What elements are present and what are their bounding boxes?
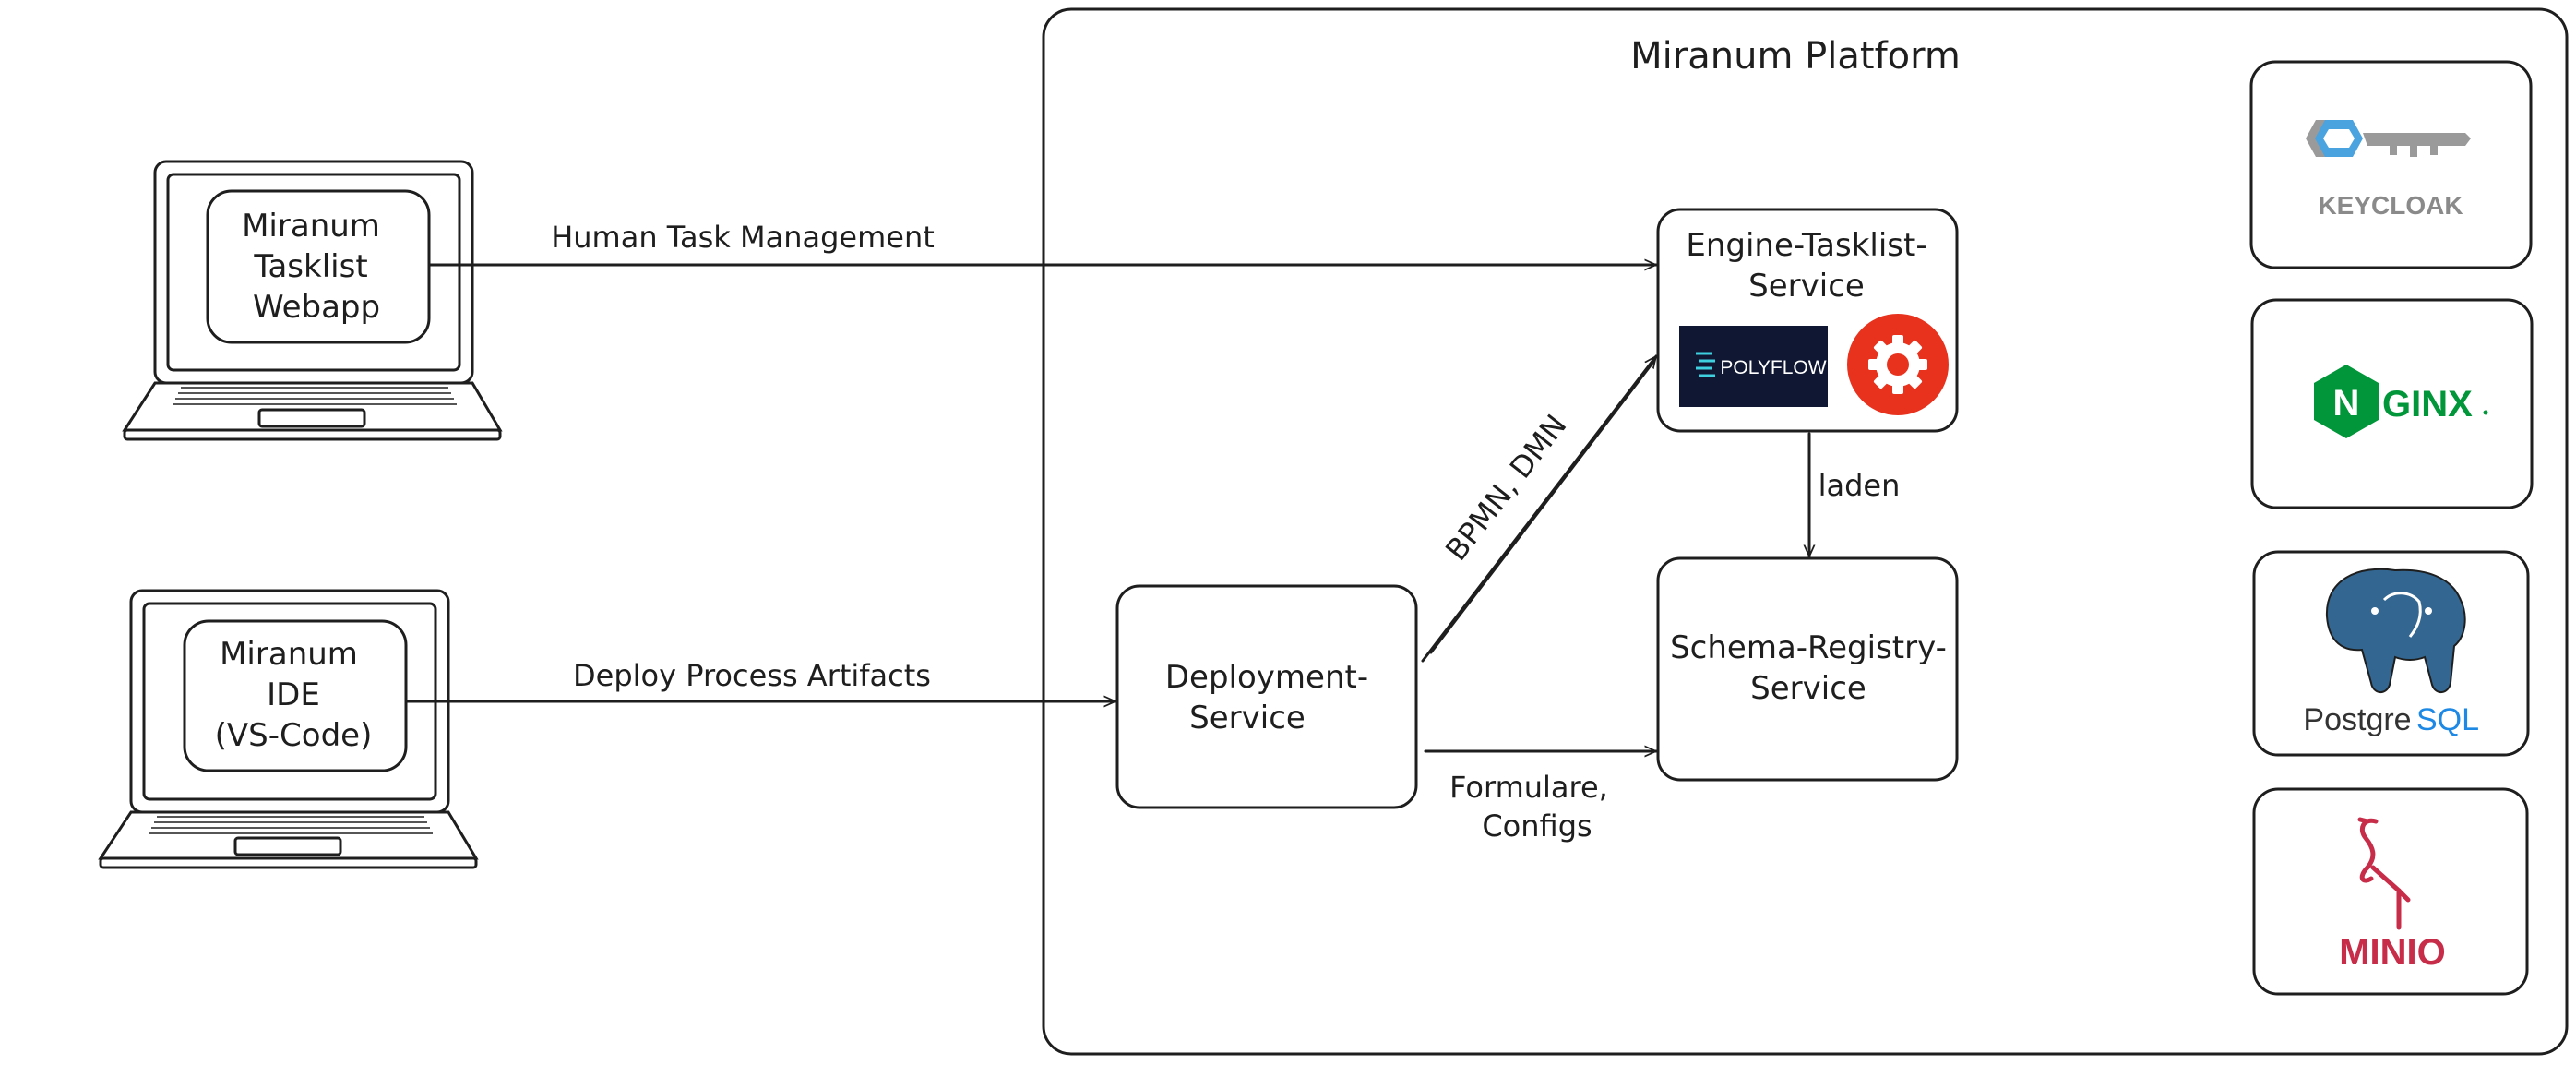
keycloak-icon — [2306, 120, 2471, 157]
arrow-bpmn-sketch — [1429, 360, 1655, 654]
laptop-tasklist: Miranum Tasklist Webapp — [122, 160, 503, 441]
keycloak-text: KEYCLOAK — [2318, 191, 2463, 220]
edge-label-laden: laden — [1819, 468, 1901, 503]
tasklist-label-1: Miranum — [242, 208, 380, 245]
keycloak-box: KEYCLOAK — [2249, 60, 2533, 269]
tasklist-label-3: Webapp — [253, 289, 380, 326]
nginx-letter: N — [2333, 383, 2360, 424]
postgres-text-a: Postgre — [2303, 702, 2411, 737]
tasklist-label-2: Tasklist — [253, 248, 367, 285]
nginx-icon: N — [2314, 365, 2379, 438]
postgresql-box: Postgre SQL — [2252, 550, 2530, 757]
minio-box: MINIO — [2252, 787, 2529, 996]
schema-label-1: Schema-Registry- — [1670, 629, 1947, 666]
engine-label-1: Engine-Tasklist- — [1686, 227, 1926, 264]
polyflow-logo: POLYFLOW — [1679, 326, 1828, 407]
platform-container: Miranum Platform — [1042, 7, 2569, 1056]
ide-label-3: (VS-Code) — [215, 717, 373, 754]
minio-flamingo-icon — [2357, 817, 2411, 930]
platform-title: Miranum Platform — [1630, 35, 1961, 78]
deployment-service: Deployment- Service — [1115, 584, 1418, 809]
ide-box — [183, 619, 408, 772]
nginx-box: N GINX — [2250, 298, 2534, 509]
schema-registry-service: Schema-Registry- Service — [1656, 556, 1959, 782]
postgresql-elephant-icon — [2325, 568, 2466, 693]
edge-label-formulare-2: Configs — [1482, 808, 1592, 844]
minio-text: MINIO — [2339, 932, 2446, 973]
ide-label-2: IDE — [267, 676, 320, 713]
edge-label-formulare-1: Formulare, — [1449, 770, 1608, 805]
polyflow-text: POLYFLOW — [1720, 357, 1826, 378]
deployment-label-1: Deployment- — [1165, 659, 1368, 696]
schema-label-2: Service — [1750, 670, 1866, 707]
edge-label-human-task: Human Task Management — [551, 220, 935, 255]
keyboard — [173, 387, 457, 405]
tasklist-webapp-box — [206, 189, 431, 344]
ide-label-1: Miranum — [220, 636, 358, 673]
nginx-dot — [2483, 410, 2488, 415]
engine-label-2: Service — [1748, 268, 1865, 305]
laptop-ide: Miranum IDE (VS-Code) — [98, 589, 479, 869]
deployment-label-2: Service — [1189, 700, 1306, 736]
keyboard — [149, 816, 433, 834]
edge-label-deploy: Deploy Process Artifacts — [573, 658, 931, 693]
nginx-text: GINX — [2382, 384, 2473, 425]
postgres-text-b: SQL — [2416, 702, 2479, 737]
camunda-gear-icon — [1847, 314, 1949, 415]
engine-tasklist-service: Engine-Tasklist- Service POLYFLOW — [1656, 208, 1959, 433]
